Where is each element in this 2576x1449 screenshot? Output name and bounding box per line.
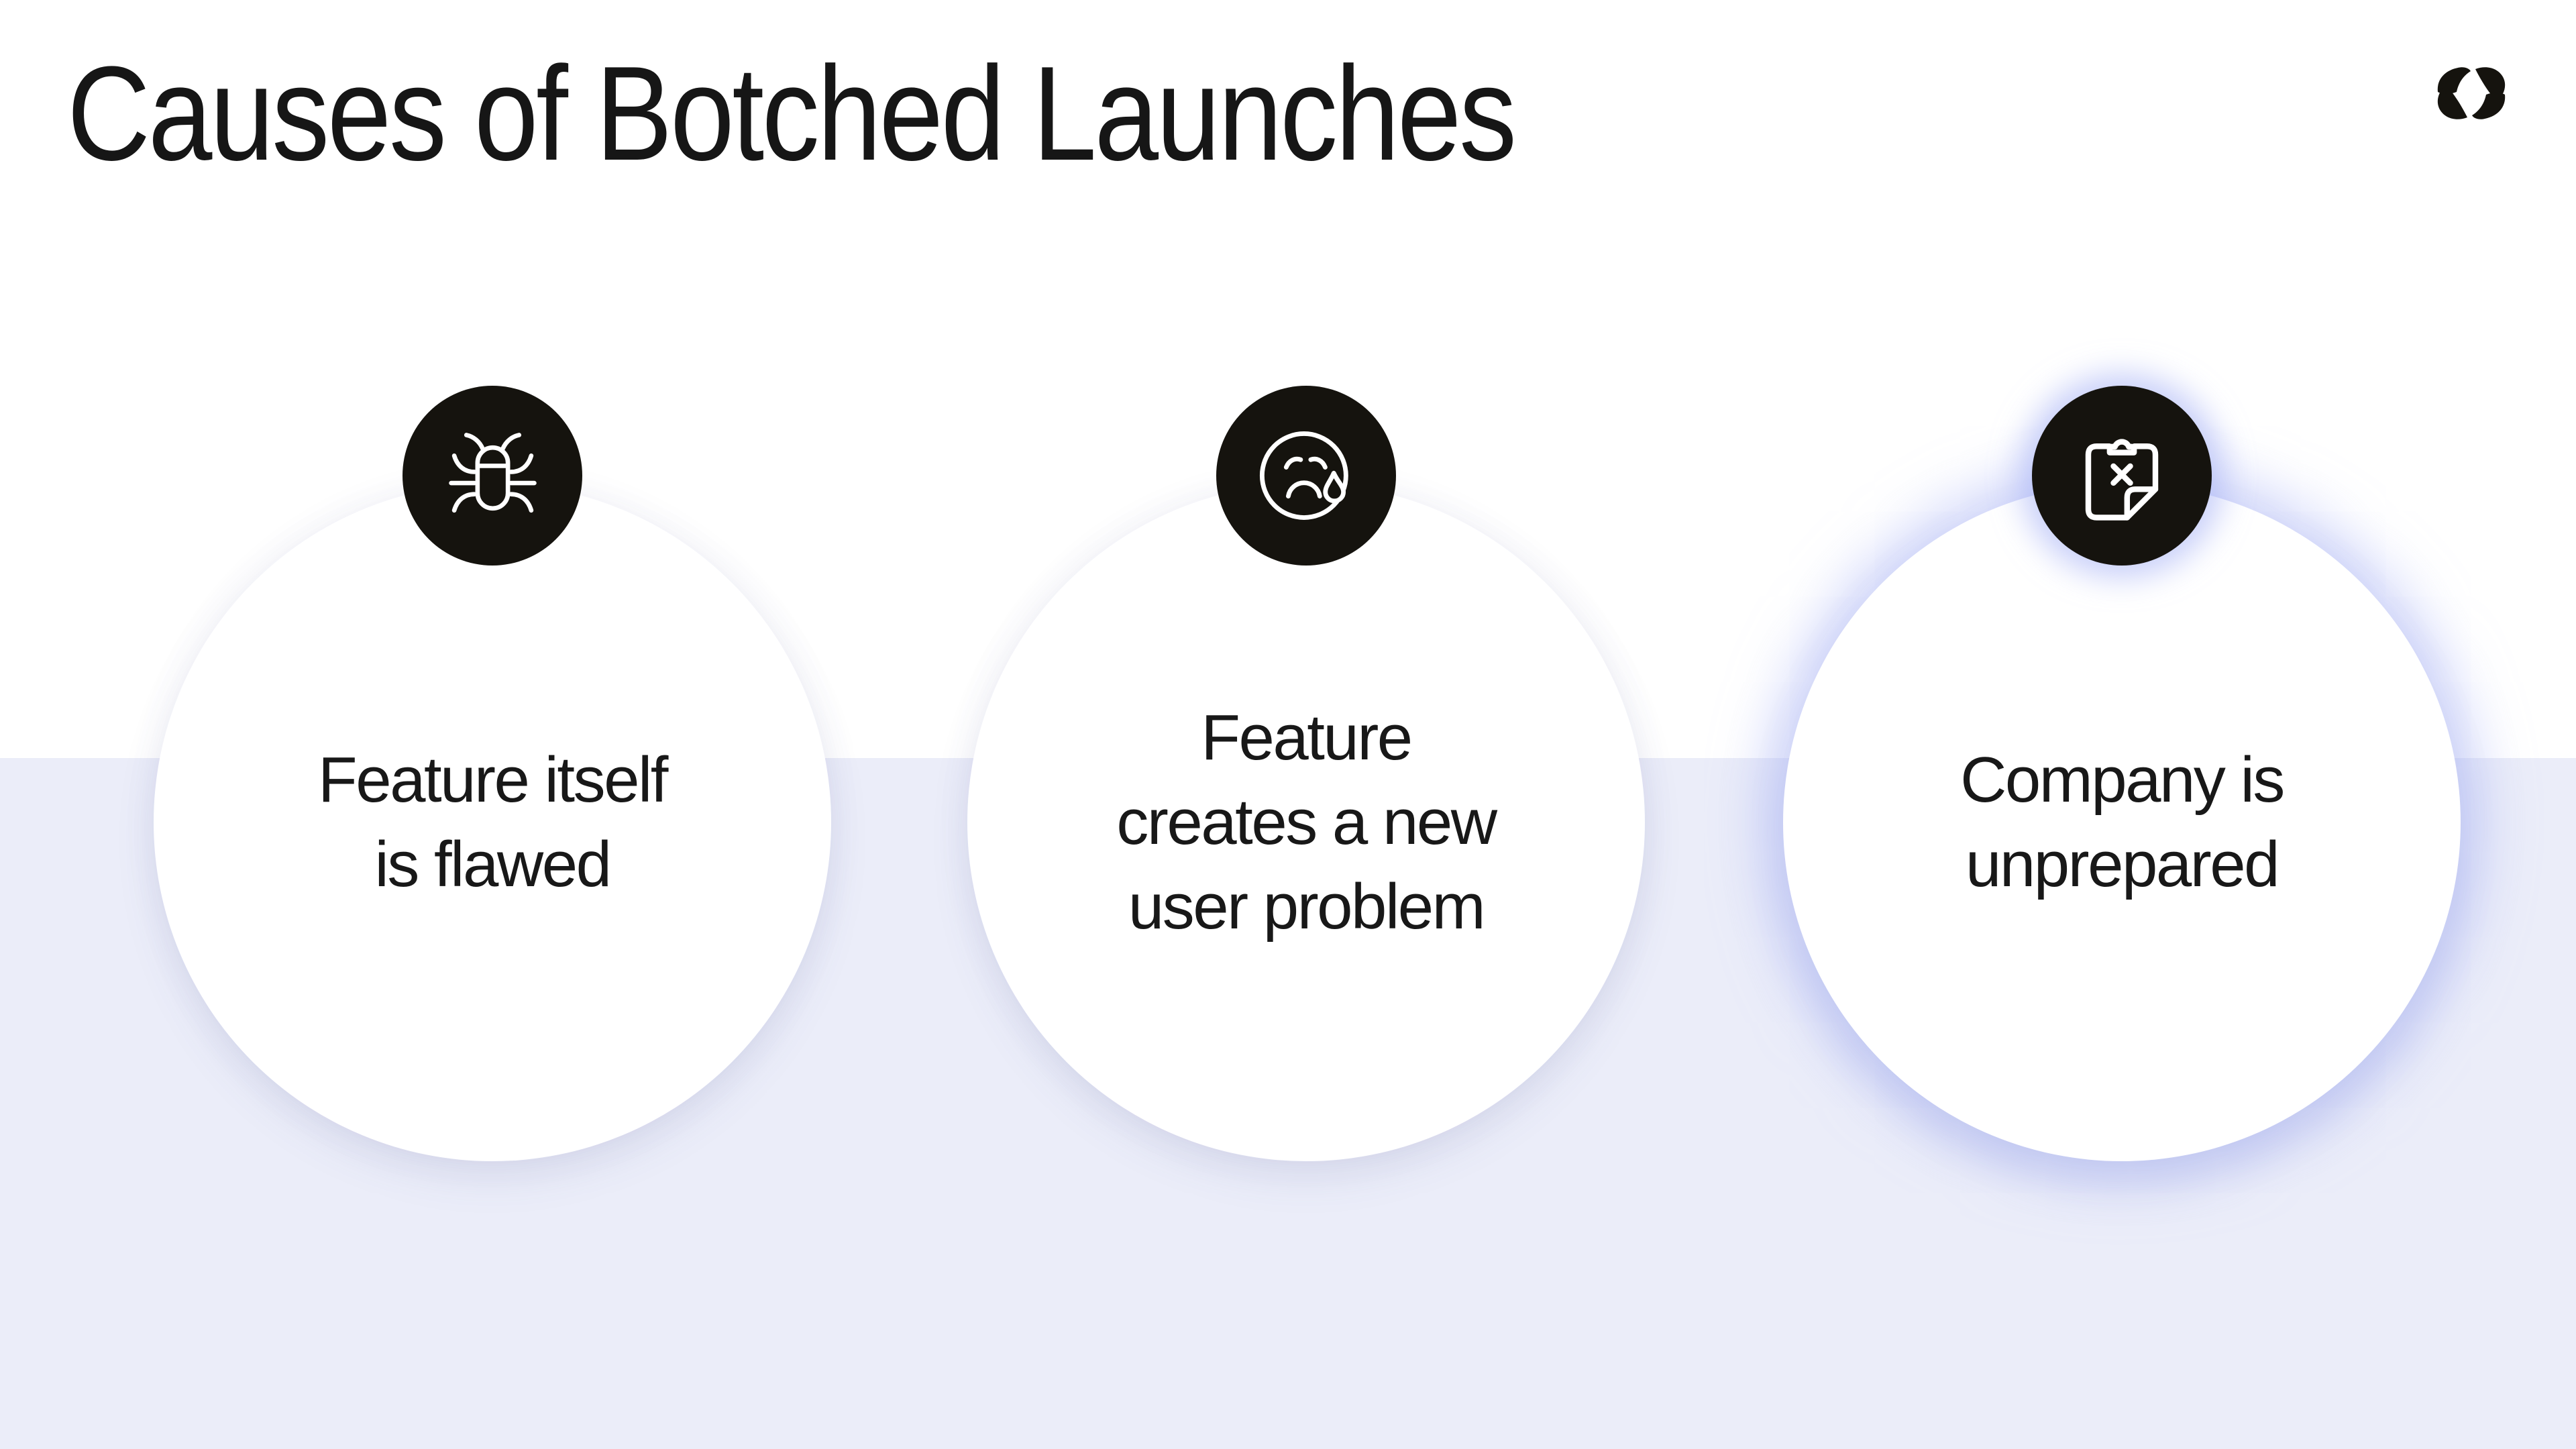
cause-circle: Feature itself is flawed: [154, 484, 831, 1161]
cause-label-line: Company is: [1960, 744, 2285, 816]
cause-label-line: Feature: [1201, 702, 1413, 773]
cause-label: Feature itself is flawed: [318, 738, 668, 907]
cause-label-line: Feature itself: [318, 744, 668, 816]
cause-circle: Feature creates a new user problem: [967, 484, 1645, 1161]
cause-label-line: unprepared: [1965, 828, 2280, 900]
cause-label-line: user problem: [1128, 871, 1486, 943]
cause-label: Company is unprepared: [1960, 738, 2285, 907]
cause-circle-highlighted: Company is unprepared: [1783, 484, 2461, 1161]
clipboard-x-icon: [2072, 425, 2172, 526]
cause-badge: [1216, 386, 1396, 566]
cause-label-line: creates a new: [1116, 786, 1497, 858]
bug-icon: [444, 427, 541, 525]
crying-face-icon: [1256, 425, 1356, 526]
reforge-logo-icon: [2434, 64, 2509, 122]
cause-badge: [2032, 386, 2212, 566]
cause-label-line: is flawed: [374, 828, 612, 900]
page-title: Causes of Botched Launches: [67, 39, 1517, 189]
cause-label: Feature creates a new user problem: [1116, 696, 1497, 949]
cause-badge: [402, 386, 582, 566]
